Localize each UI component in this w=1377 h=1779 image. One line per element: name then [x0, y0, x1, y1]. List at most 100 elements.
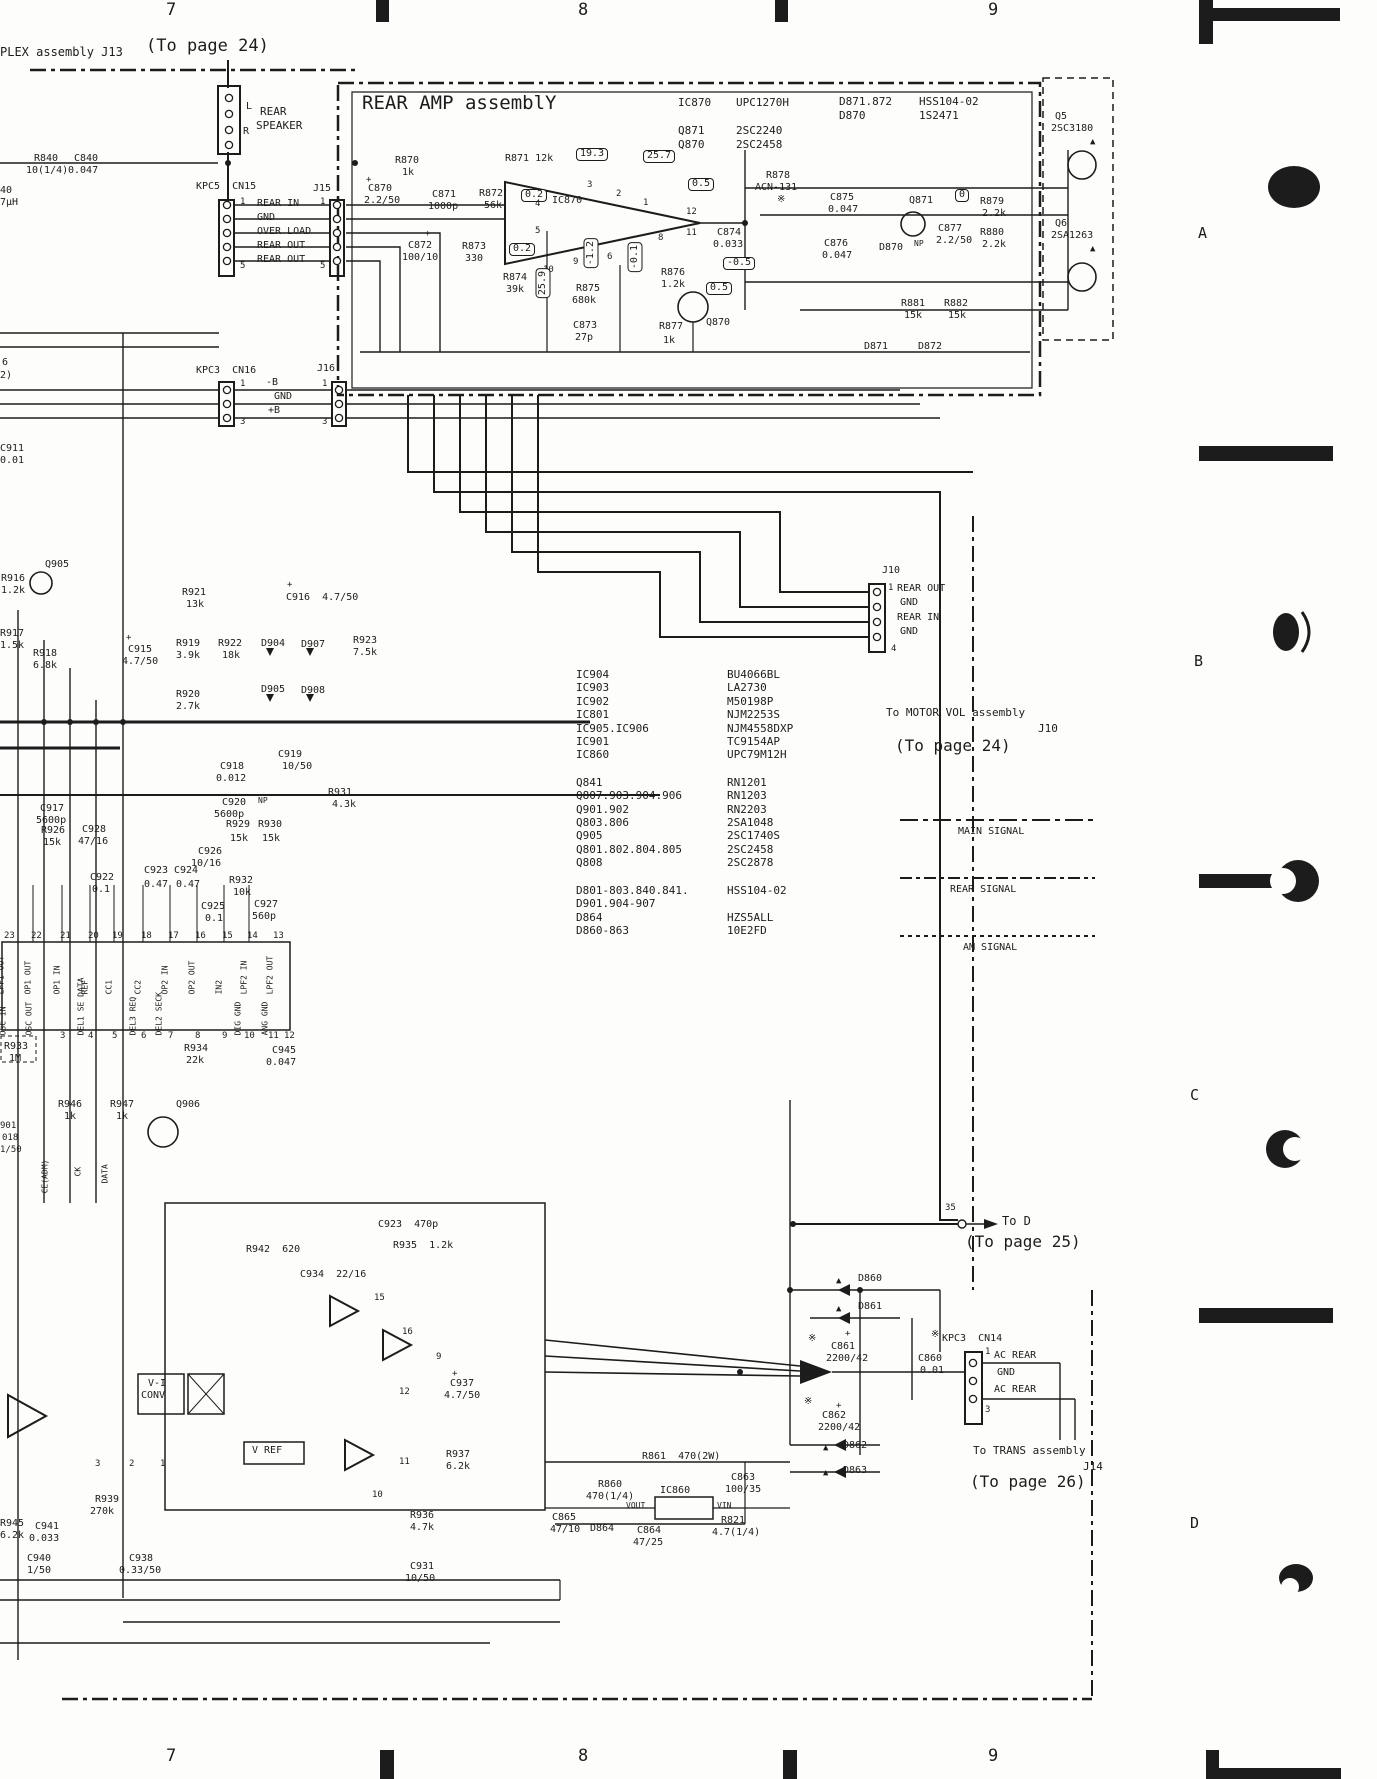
sch-label: C923 470p	[378, 1219, 439, 1230]
sch-label: 7	[166, 1746, 177, 1766]
parts-list-row: D864 HZS5ALL	[576, 911, 793, 924]
sch-label: R922	[218, 638, 243, 649]
sch-label: Q871	[678, 124, 705, 137]
parts-list-row: Q841 RN1201	[576, 776, 793, 789]
parts-list-row: IC902 M50198P	[576, 695, 793, 708]
sch-label: C860	[918, 1353, 943, 1364]
sch-label: OSC OUT	[24, 1001, 34, 1036]
sch-label: DEL2 SECK	[154, 992, 164, 1036]
sch-label: KPC3 CN16	[196, 365, 257, 376]
sch-label: -1.2	[584, 238, 599, 269]
sch-label: -B	[266, 377, 279, 388]
sch-label: 16	[195, 931, 206, 941]
sch-label: 0.1	[205, 913, 224, 924]
part-number: RN1201	[727, 775, 767, 789]
sch-label: CC2	[133, 979, 143, 995]
sch-label: ※	[931, 1329, 940, 1340]
sch-label: R920	[176, 689, 201, 700]
sch-label: 19	[112, 931, 123, 941]
sch-label: 15k	[230, 833, 249, 844]
sch-label: 23	[4, 931, 15, 941]
sch-label: -0.5	[723, 257, 756, 270]
sch-label: C874	[717, 227, 742, 238]
sch-label: 47/10	[550, 1524, 581, 1535]
sch-label: 1/50	[27, 1565, 52, 1576]
sch-label: KPC5 CN15	[196, 181, 257, 192]
parts-list-row: Q807.903.904.906 RN1203	[576, 789, 793, 802]
sch-label: LPF2 OUT	[265, 955, 275, 995]
part-ref: Q801.802.804.805	[576, 842, 682, 856]
sch-label: 1	[160, 1459, 166, 1469]
sch-label: 1000p	[428, 201, 459, 212]
sch-label: 1k	[116, 1111, 129, 1122]
parts-list-row: Q905 2SC1740S	[576, 829, 793, 842]
sch-label: 0.033	[29, 1533, 60, 1544]
sch-label: 1k	[663, 335, 676, 346]
part-ref: IC903	[576, 681, 610, 695]
part-ref: Q807.903.904.906	[576, 789, 682, 803]
sch-label: 3	[985, 1405, 991, 1415]
sch-label: 1.5k	[0, 640, 25, 651]
sch-label: ▲	[1090, 137, 1096, 147]
note-to-d-page: (To page 25)	[965, 1232, 1081, 1251]
part-ref: Q808	[576, 856, 603, 870]
sch-label: 560p	[252, 911, 277, 922]
sch-label: R876	[661, 267, 686, 278]
sch-label: 56k	[484, 200, 503, 211]
part-number: M50198P	[727, 694, 774, 708]
sch-label: REAR IN	[257, 198, 300, 209]
sch-label: 2SC2458	[736, 138, 783, 151]
sch-label: CC1	[104, 979, 114, 995]
sch-label: +	[366, 175, 372, 185]
sch-label: R872	[479, 188, 504, 199]
sch-label: DEL3 REQ	[128, 996, 138, 1036]
sch-label: 2	[616, 189, 622, 199]
sch-label: 1M	[9, 1053, 22, 1064]
sch-label: 3	[60, 1031, 66, 1041]
sch-label: C915	[128, 644, 153, 655]
sch-label: C922	[90, 872, 115, 883]
note-motor-vol-page: (To page 24)	[895, 736, 1011, 755]
sch-label: C941	[35, 1521, 60, 1532]
part-ref: IC904	[576, 668, 610, 681]
part-ref: D860-863	[576, 923, 629, 937]
sch-label: J15	[313, 183, 332, 194]
sch-label: 2.7k	[176, 701, 201, 712]
sch-label: -0.1	[628, 242, 643, 273]
sch-label: VOUT	[626, 1501, 646, 1510]
sch-label: C940	[27, 1553, 52, 1564]
sch-label: PLEX assembly J13	[0, 45, 123, 59]
sch-label: R860	[598, 1479, 623, 1490]
sch-label: D871	[864, 341, 889, 352]
sch-label: R923	[353, 635, 378, 646]
sch-label: 0.047	[266, 1057, 297, 1068]
note-motor-vol-connector: J10	[1038, 722, 1058, 735]
sch-label: REAR	[260, 105, 287, 118]
parts-list-row: Q803.806 2SA1048	[576, 816, 793, 829]
sch-label: R879	[980, 196, 1005, 207]
sch-label: 11	[686, 228, 697, 238]
sch-label: 10(1/4)	[26, 165, 69, 176]
sch-label: AC REAR	[994, 1350, 1037, 1361]
note-to-d: To D	[1002, 1214, 1031, 1228]
sch-label: 2200/42	[818, 1422, 861, 1433]
sch-label: B	[1194, 652, 1204, 670]
sch-label: C862	[822, 1410, 847, 1421]
sch-label: 6	[2, 357, 9, 368]
sch-label: LPF2 IN	[239, 960, 249, 995]
sch-label: 12	[686, 207, 697, 217]
part-ref: D864	[576, 910, 603, 924]
note-trans-page: (To page 26)	[970, 1472, 1086, 1491]
sch-label: D860	[858, 1273, 883, 1284]
sch-label: 0.047	[68, 165, 99, 176]
sch-label: 5	[112, 1031, 118, 1041]
sch-label: 12	[284, 1031, 295, 1041]
sch-label: C945	[272, 1045, 297, 1056]
sch-label: 22k	[186, 1055, 205, 1066]
sch-label: 0.01	[0, 455, 25, 466]
sch-label: R873	[462, 241, 487, 252]
sch-label: SPEAKER	[256, 119, 303, 132]
sch-label: D861	[858, 1301, 883, 1312]
